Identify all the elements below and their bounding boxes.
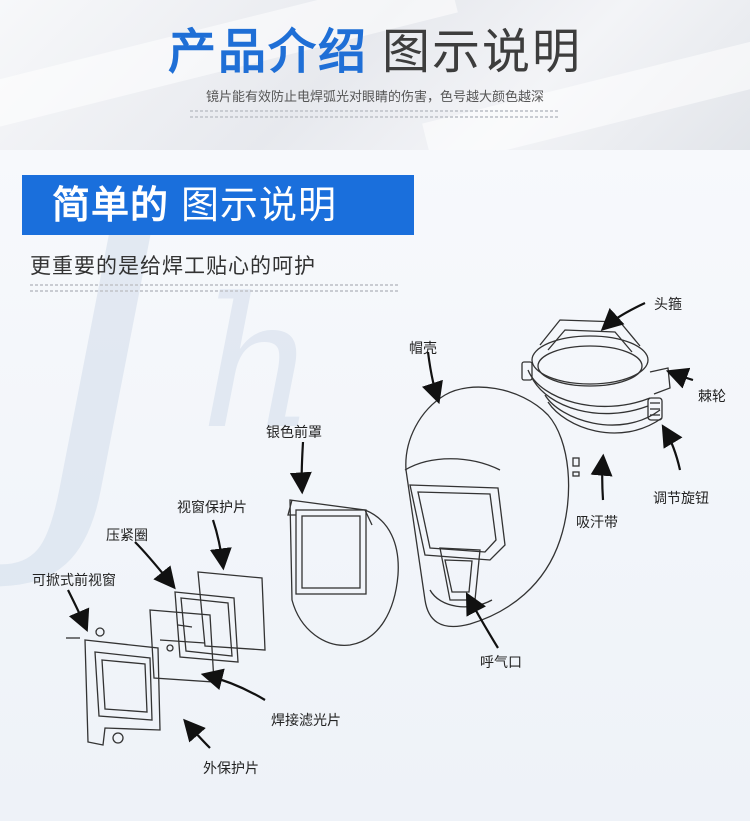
section-subtitle: 更重要的是给焊工贴心的呵护 [30, 254, 316, 278]
label-shell: 帽壳 [409, 341, 437, 357]
label-clamp-ring: 压紧圈 [106, 528, 148, 544]
silver-cover-drawing [287, 499, 399, 646]
title-bold: 产品介绍 [167, 24, 368, 80]
label-welding-filter: 焊接滤光片 [271, 713, 341, 729]
label-ratchet: 棘轮 [698, 389, 726, 405]
label-silver-cover: 银色前罩 [266, 425, 322, 441]
decorative-microtext [30, 290, 400, 292]
label-flip-window: 可掀式前视窗 [32, 573, 116, 589]
shell-drawing [404, 386, 580, 628]
badge-light: 图示说明 [181, 183, 338, 227]
label-breathing-port: 呼气口 [480, 655, 522, 671]
headband-drawing [521, 319, 671, 434]
label-sweatband: 吸汗带 [576, 515, 618, 531]
clamp-ring-drawing [174, 591, 239, 663]
page-title: 产品介绍图示说明 [0, 24, 750, 80]
header-subtitle: 镜片能有效防止电焊弧光对眼睛的伤害，色号越大颜色越深 [205, 90, 544, 105]
window-protector-drawing [197, 571, 266, 651]
header-banner: 产品介绍图示说明 镜片能有效防止电焊弧光对眼睛的伤害，色号越大颜色越深 [0, 0, 750, 150]
label-window-protector: 视窗保护片 [177, 500, 247, 516]
badge-bold: 简单的 [52, 183, 170, 227]
title-light: 图示说明 [382, 24, 583, 80]
pointer-arrows [67, 302, 694, 749]
label-adjust-knob: 调节旋钮 [653, 491, 709, 507]
decorative-microtext [30, 284, 400, 286]
decorative-microtext [190, 110, 560, 112]
decorative-microtext [190, 116, 560, 118]
section-badge: 简单的图示说明 [22, 175, 414, 235]
section-badge-text: 简单的图示说明 [52, 175, 337, 235]
flip-window-drawing [66, 624, 193, 746]
watermark-letter: h [200, 260, 316, 469]
label-headband: 头箍 [654, 297, 682, 313]
label-outer-protector: 外保护片 [203, 761, 259, 777]
